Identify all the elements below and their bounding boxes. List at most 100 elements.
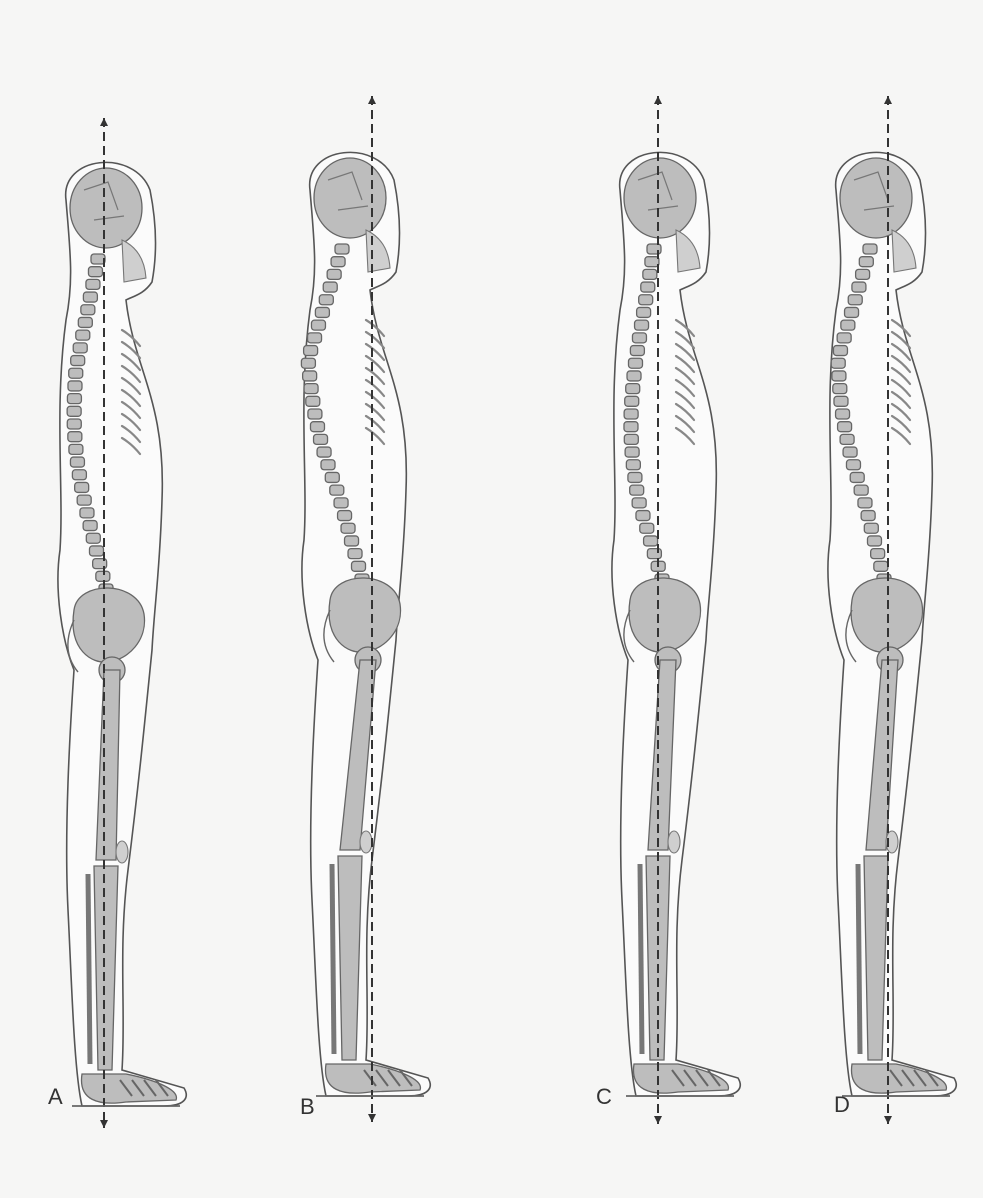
vertebra <box>628 358 642 368</box>
vertebra <box>319 295 333 305</box>
vertebra <box>630 485 644 495</box>
vertebra <box>67 419 81 429</box>
vertebra <box>834 396 848 406</box>
vertebra <box>321 460 335 470</box>
vertebra <box>331 257 345 267</box>
fibula <box>640 864 642 1054</box>
vertebra <box>850 472 864 482</box>
vertebra <box>335 244 349 254</box>
vertebra <box>317 447 331 457</box>
vertebra <box>867 536 881 546</box>
skull <box>70 168 142 248</box>
vertebra <box>637 307 651 317</box>
figure-label: C <box>596 1084 612 1109</box>
vertebra <box>635 320 649 330</box>
vertebra <box>641 282 655 292</box>
vertebra <box>69 368 83 378</box>
vertebra <box>304 384 318 394</box>
skull <box>840 158 912 238</box>
plumb-arrow-bottom-icon <box>100 1120 108 1128</box>
figure-label: D <box>834 1092 850 1117</box>
vertebra <box>624 409 638 419</box>
vertebra <box>864 523 878 533</box>
figure-b: B <box>300 96 430 1122</box>
patella <box>360 831 372 853</box>
vertebra <box>852 282 866 292</box>
vertebra <box>75 482 89 492</box>
vertebra <box>67 406 81 416</box>
vertebra <box>639 295 653 305</box>
patella <box>668 831 680 853</box>
vertebra <box>341 523 355 533</box>
vertebra <box>845 307 859 317</box>
vertebra <box>311 320 325 330</box>
vertebra <box>626 460 640 470</box>
vertebra <box>86 533 100 543</box>
vertebra <box>68 432 82 442</box>
vertebra <box>70 457 84 467</box>
vertebra <box>832 371 846 381</box>
plumb-arrow-top-icon <box>100 118 108 126</box>
vertebra <box>871 549 885 559</box>
vertebra <box>327 269 341 279</box>
vertebra <box>636 511 650 521</box>
vertebra <box>81 305 95 315</box>
vertebra <box>848 295 862 305</box>
vertebra <box>846 460 860 470</box>
figure-label: B <box>300 1094 315 1119</box>
vertebra <box>863 244 877 254</box>
fibula <box>858 864 860 1054</box>
vertebra <box>96 571 110 581</box>
vertebra <box>338 511 352 521</box>
patella <box>116 841 128 863</box>
vertebra <box>303 371 317 381</box>
vertebra <box>80 508 94 518</box>
vertebra <box>854 485 868 495</box>
vertebra <box>630 346 644 356</box>
vertebra <box>68 381 82 391</box>
vertebra <box>323 282 337 292</box>
vertebra <box>330 485 344 495</box>
vertebra <box>627 371 641 381</box>
vertebra <box>856 269 870 279</box>
vertebra <box>624 434 638 444</box>
plumb-arrow-bottom-icon <box>884 1116 892 1124</box>
vertebra <box>345 536 359 546</box>
vertebra <box>841 320 855 330</box>
vertebra <box>833 384 847 394</box>
vertebra <box>88 267 102 277</box>
vertebra <box>626 384 640 394</box>
vertebra <box>308 333 322 343</box>
vertebra <box>647 549 661 559</box>
vertebra <box>73 343 87 353</box>
vertebra <box>314 434 328 444</box>
vertebra <box>69 444 83 454</box>
fibula <box>332 864 334 1054</box>
vertebra <box>83 292 97 302</box>
vertebra <box>89 546 103 556</box>
vertebra <box>640 523 654 533</box>
vertebra <box>833 346 847 356</box>
vertebra <box>632 498 646 508</box>
vertebra <box>625 447 639 457</box>
plumb-arrow-top-icon <box>368 96 376 104</box>
vertebra <box>840 434 854 444</box>
vertebra <box>352 561 366 571</box>
vertebra <box>348 549 362 559</box>
figure-label: A <box>48 1084 63 1109</box>
vertebra <box>306 396 320 406</box>
plumb-arrow-bottom-icon <box>654 1116 662 1124</box>
vertebra <box>308 409 322 419</box>
vertebra <box>67 394 81 404</box>
vertebra <box>78 317 92 327</box>
vertebra <box>310 422 324 432</box>
vertebra <box>625 396 639 406</box>
vertebra <box>91 254 105 264</box>
vertebra <box>645 257 659 267</box>
vertebra <box>837 333 851 343</box>
vertebra <box>831 358 845 368</box>
vertebra <box>304 346 318 356</box>
vertebra <box>83 521 97 531</box>
skull <box>314 158 386 238</box>
vertebra <box>874 561 888 571</box>
